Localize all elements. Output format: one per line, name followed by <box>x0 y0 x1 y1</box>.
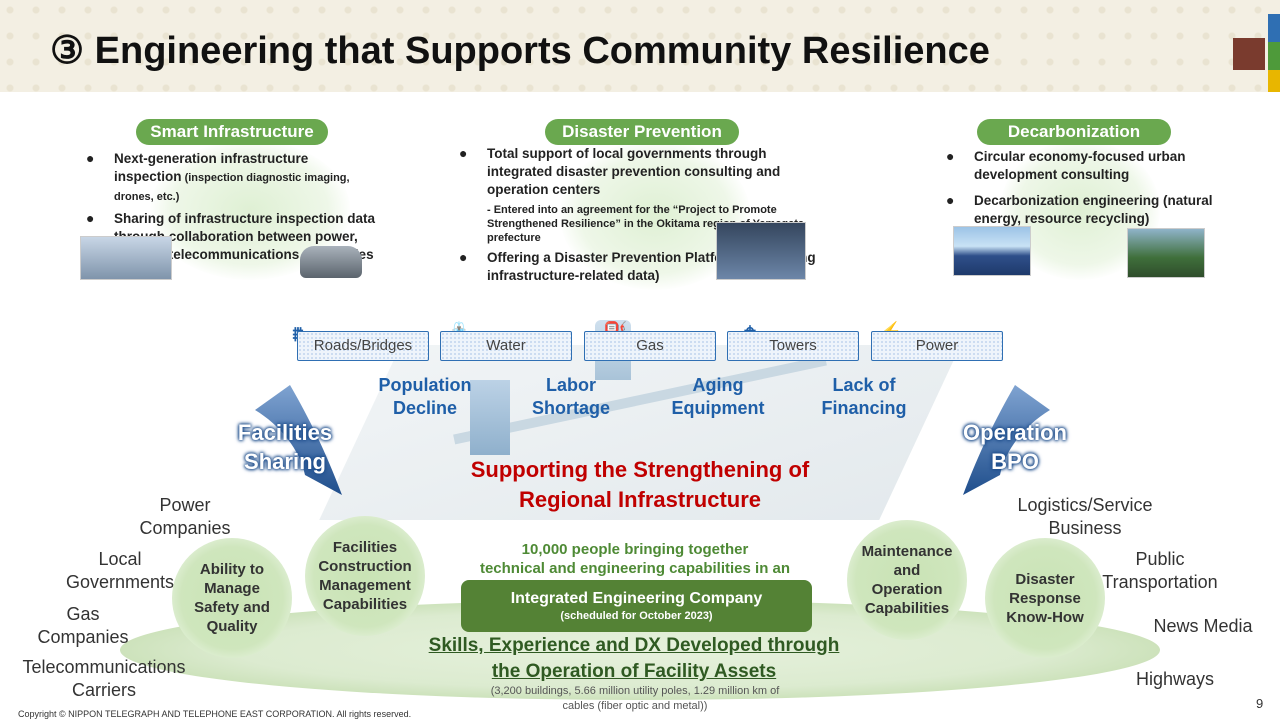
page-number: 9 <box>1256 696 1264 711</box>
smart-bullet-1: Next-generation infrastructure inspectio… <box>114 151 309 184</box>
left-curved-arrow <box>255 385 342 495</box>
capability-maintenance-operation-label: Maintenance and Operation Capabilities <box>861 543 953 617</box>
brand-bar-yellow <box>1268 70 1280 92</box>
smart-bullet-1-small: (inspection diagnostic imaging, drones, … <box>114 172 350 203</box>
party-gas-companies: Gas Companies <box>37 604 129 647</box>
disaster-prevention-pill: Disaster Prevention <box>545 119 739 145</box>
center-title: Supporting the Strengthening of Regional… <box>470 457 810 512</box>
drone-photo <box>80 236 172 280</box>
challenge-aging-equipment: Aging Equipment <box>671 375 765 418</box>
title-text: Engineering that Supports Community Resi… <box>94 30 990 72</box>
integrated-engineering-company-box: Integrated Engineering Company (schedule… <box>461 580 812 632</box>
page-title: ③ Engineering that Supports Community Re… <box>50 28 990 73</box>
operation-bpo-heading: Operation BPO <box>963 420 1067 474</box>
disaster-bullet-1: Total support of local governments throu… <box>487 146 781 197</box>
recycling-plant-photo <box>1127 228 1205 278</box>
category-gas: Gas <box>584 331 716 361</box>
challenge-labor-shortage: Labor Shortage <box>531 375 610 418</box>
party-telecommunications-carriers: Telecommunications Carriers <box>22 657 186 700</box>
party-highways: Highways <box>1135 669 1215 689</box>
smart-bullets: ●Next-generation infrastructure inspecti… <box>86 150 376 262</box>
capability-safety-quality: Ability to Manage Safety and Quality <box>172 538 292 658</box>
decarb-bullets: ●Circular economy-focused urban developm… <box>946 148 1213 226</box>
copyright: Copyright © NIPPON TELEGRAPH AND TELEPHO… <box>18 709 412 719</box>
decarbonization-pill: Decarbonization <box>977 119 1171 145</box>
inspection-vehicle-image <box>300 246 362 278</box>
capability-safety-quality-label: Ability to Manage Safety and Quality <box>194 561 270 635</box>
smart-infrastructure-pill: Smart Infrastructure <box>136 119 328 145</box>
capability-construction-management: Facilities Construction Management Capab… <box>305 516 425 636</box>
brand-bar-green <box>1268 42 1280 70</box>
capability-disaster-response: Disaster Response Know-How <box>985 538 1105 658</box>
challenge-lack-of-financing: Lack of Financing <box>821 375 907 418</box>
right-curved-arrow <box>963 385 1050 495</box>
header-band <box>0 0 1280 92</box>
skills-subtext: (3,200 buildings, 5.66 million utility p… <box>490 685 780 712</box>
brand-square-brown <box>1233 38 1265 70</box>
capability-maintenance-operation: Maintenance and Operation Capabilities <box>847 520 967 640</box>
party-power-companies: Power Companies <box>139 495 231 538</box>
skills-line-2: the Operation of Facility Assets <box>491 661 777 682</box>
party-news-media: News Media <box>1153 616 1253 636</box>
company-name: Integrated Engineering Company <box>510 590 763 607</box>
town-building <box>470 380 510 455</box>
category-power: Power <box>871 331 1003 361</box>
capability-construction-management-label: Facilities Construction Management Capab… <box>318 539 412 613</box>
company-schedule: (scheduled for October 2023) <box>560 610 713 622</box>
category-towers: Towers <box>727 331 859 361</box>
party-public-transportation: Public Transportation <box>1102 549 1218 592</box>
skills-line-1: Skills, Experience and DX Developed thro… <box>428 635 840 656</box>
people-text: 10,000 people bringing together technica… <box>479 541 791 577</box>
party-local-governments: Local Governments <box>65 549 175 592</box>
facilities-sharing-heading: Facilities Sharing <box>237 420 333 474</box>
brand-bar-blue <box>1268 14 1280 42</box>
title-number: ③ <box>50 30 85 72</box>
operation-center-photo <box>716 222 806 280</box>
category-water: Water <box>440 331 572 361</box>
challenge-population-decline: Population Decline <box>378 375 472 418</box>
capability-disaster-response-label: Disaster Response Know-How <box>1006 570 1084 626</box>
decarb-bullet-1: Circular economy-focused urban developme… <box>974 149 1186 182</box>
decarb-bullet-2: Decarbonization engineering (natural ene… <box>974 193 1213 226</box>
party-logistics-service: Logistics/Service Business <box>1017 495 1153 538</box>
solar-panel-photo <box>953 226 1031 276</box>
header-pattern <box>0 0 1280 92</box>
category-roads-bridges: Roads/Bridges <box>297 331 429 361</box>
